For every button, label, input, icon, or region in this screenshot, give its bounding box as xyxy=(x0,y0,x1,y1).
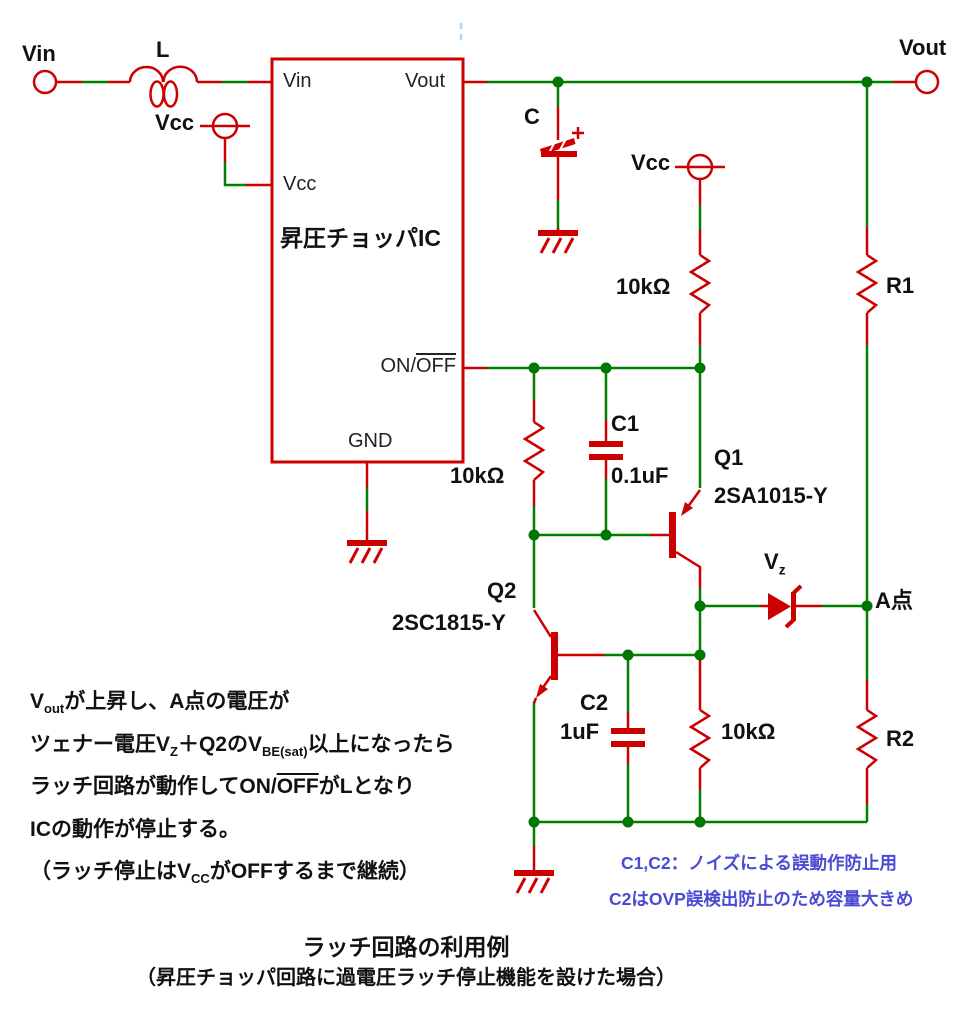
ic-pin-vcc: Vcc xyxy=(283,173,317,195)
c1-value-label: 0.1uF xyxy=(611,463,669,488)
ground-cap-main xyxy=(538,230,578,254)
q2-part-label: 2SC1815-Y xyxy=(392,610,506,635)
cap-main-label: C xyxy=(524,104,540,129)
resistor-r2 xyxy=(855,708,879,769)
transistor-q1 xyxy=(669,489,702,569)
ic-pin-vout: Vout xyxy=(405,70,446,92)
explanation-line2: ツェナー電圧VZ＋Q2のVBE(sat)以上になったら xyxy=(30,733,455,760)
blue-note-line1: C1,C2：ノイズによる誤動作防止用 xyxy=(621,853,898,873)
vcc-right-label: Vcc xyxy=(631,150,671,175)
cap-main-symbol xyxy=(540,127,584,157)
zener-label-sub: z xyxy=(778,562,786,578)
blue-note-line2: C2はOVP誤検出防止のため容量大きめ xyxy=(609,889,914,909)
explanation-line4: ICの動作が停止する。 xyxy=(30,818,240,841)
explanation-line5: （ラッチ停止はVCCがOFFするまで継続） xyxy=(30,860,420,887)
explanation-line3: ラッチ回路が動作してON/OFFがLとなり xyxy=(30,775,415,798)
resistor-r1 xyxy=(855,253,879,314)
inductor-label: L xyxy=(156,37,170,62)
vcc-terminal-left xyxy=(200,112,250,140)
q1-name-label: Q1 xyxy=(714,445,744,470)
r-pullup-label: 10kΩ xyxy=(616,274,671,299)
ic-pin-onoff-overline: OFF xyxy=(416,355,456,377)
cap-c1-symbol xyxy=(589,441,623,460)
resistor-onoff xyxy=(522,420,546,481)
vout-terminal xyxy=(914,69,940,95)
explanation-line1: Voutが上昇し、A点の電圧が xyxy=(30,690,290,717)
r-onoff-label: 10kΩ xyxy=(450,463,505,488)
vcc-left-label: Vcc xyxy=(155,110,195,135)
c1-name-label: C1 xyxy=(611,411,640,436)
zener-label: Vz xyxy=(764,549,786,578)
ic-pin-vin: Vin xyxy=(283,70,312,92)
resistor-base xyxy=(688,708,712,769)
vin-terminal xyxy=(32,69,58,95)
ic-pin-onoff: ON/OFF xyxy=(380,355,456,377)
wires-red xyxy=(56,80,916,871)
ic-pin-gnd: GND xyxy=(348,430,393,452)
c2-name-label: C2 xyxy=(580,690,609,715)
caption-title: ラッチ回路の利用例 xyxy=(302,934,510,960)
ic-box xyxy=(270,57,465,464)
caption-subtitle: （昇圧チョッパ回路に過電圧ラッチ停止機能を設けた場合） xyxy=(136,967,676,989)
ic-title: 昇圧チョッパIC xyxy=(280,225,441,251)
r2-label: R2 xyxy=(886,726,915,751)
zener-diode-symbol xyxy=(768,584,803,629)
vin-label: Vin xyxy=(22,41,56,66)
r1-label: R1 xyxy=(886,273,915,298)
c2-value-label: 1uF xyxy=(560,719,600,744)
ground-bottom-rail xyxy=(514,870,554,894)
junction-dots xyxy=(528,76,873,828)
node-a-label: A点 xyxy=(875,588,913,613)
q1-part-label: 2SA1015-Y xyxy=(714,483,828,508)
inductor-symbol xyxy=(128,65,199,108)
resistor-pullup-vcc xyxy=(688,253,712,314)
plus-sign xyxy=(572,127,584,139)
r-base-label: 10kΩ xyxy=(721,719,776,744)
q2-name-label: Q2 xyxy=(487,578,517,603)
transistor-q2 xyxy=(532,609,558,704)
vout-label: Vout xyxy=(899,35,947,60)
cap-c2-symbol xyxy=(611,728,645,747)
ground-ic-gnd xyxy=(347,540,387,564)
vcc-terminal-right xyxy=(675,153,725,181)
